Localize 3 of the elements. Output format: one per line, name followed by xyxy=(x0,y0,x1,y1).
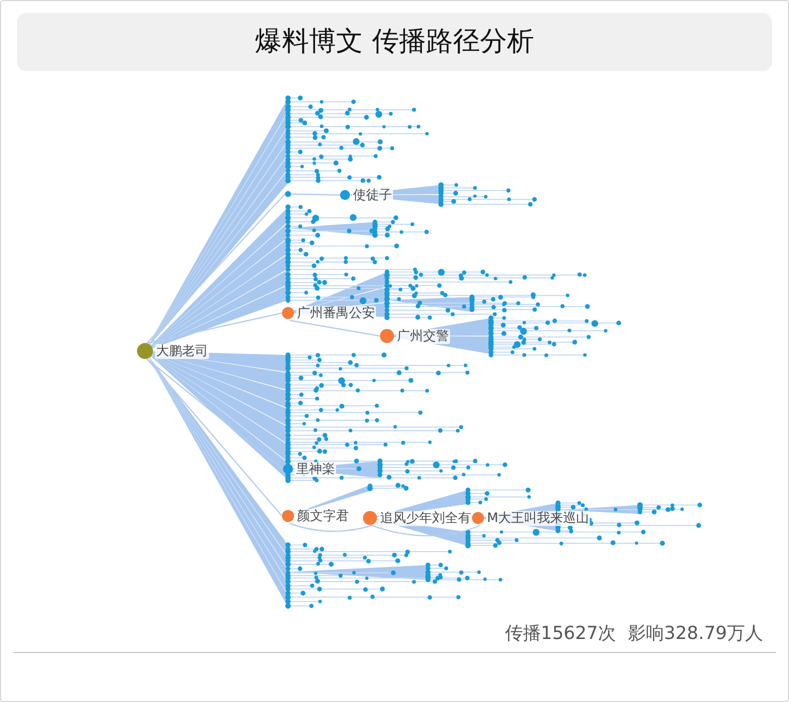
stat-text: 影响328.79万人 xyxy=(628,622,763,646)
title-banner: 爆料博文 传播路径分析 xyxy=(17,13,772,71)
stat-text: 传播15627次 xyxy=(504,622,616,646)
